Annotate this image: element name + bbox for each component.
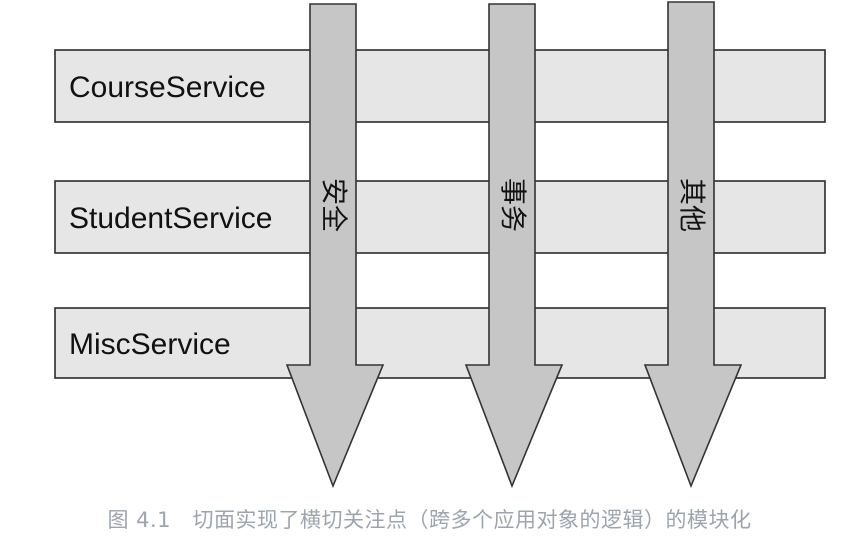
down-arrow-icon [285,3,385,489]
service-label-misc: MiscService [69,328,231,361]
aspect-label-transaction: 事务 [497,178,528,232]
aspect-arrow-other: 其他 [643,1,743,489]
down-arrow-icon [464,3,564,489]
aspect-label-other: 其他 [676,178,707,232]
aspect-label-security: 安全 [318,178,349,232]
figure-caption: 图 4.1 切面实现了横切关注点（跨多个应用对象的逻辑）的模块化 [107,508,752,532]
service-label-course: CourseService [69,71,266,104]
aspect-arrow-security: 安全 [285,3,385,489]
aspect-arrow-transaction: 事务 [464,3,564,489]
service-label-student: StudentService [69,202,272,235]
down-arrow-icon [643,1,743,489]
